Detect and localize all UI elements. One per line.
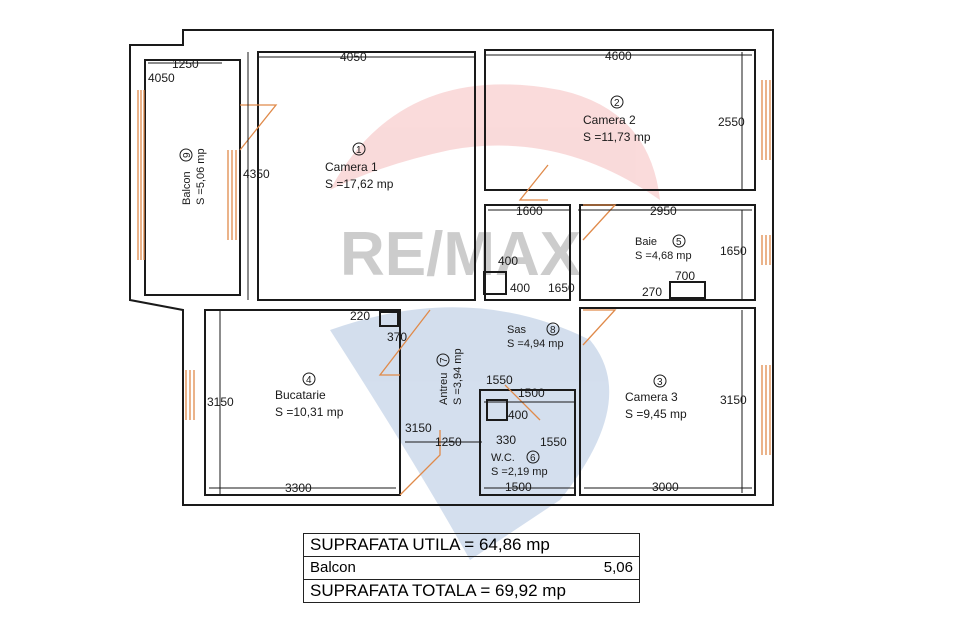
dimension-lines: [148, 52, 752, 495]
svg-text:400: 400: [498, 254, 518, 268]
svg-text:400: 400: [508, 408, 528, 422]
balcon-outline: [144, 59, 241, 296]
svg-text:Bucatarie: Bucatarie: [275, 388, 326, 402]
bucatarie-outline: [204, 309, 401, 496]
svg-text:400: 400: [510, 281, 530, 295]
room-sas: Sas 8 S =4,94 mp: [507, 322, 564, 350]
svg-text:4350: 4350: [243, 167, 270, 181]
svg-text:8: 8: [550, 325, 556, 336]
svg-text:3000: 3000: [652, 480, 679, 494]
camera1-outline: [257, 51, 476, 301]
svg-text:9: 9: [182, 152, 193, 158]
camera2-outline: [484, 49, 756, 191]
svg-text:2: 2: [614, 98, 620, 109]
svg-text:4: 4: [306, 375, 312, 386]
svg-text:3150: 3150: [720, 393, 747, 407]
svg-text:1500: 1500: [505, 480, 532, 494]
room-camera-1: 1 Camera 1 S =17,62 mp: [325, 142, 394, 191]
svg-text:1500: 1500: [518, 386, 545, 400]
bath-fixture: [669, 281, 706, 299]
suprafata-totala: SUPRAFATA TOTALA = 69,92 mp: [303, 579, 640, 603]
svg-text:3150: 3150: [207, 395, 234, 409]
svg-text:S =11,73 mp: S =11,73 mp: [583, 130, 651, 144]
balcon-label: Balcon: [303, 556, 500, 580]
svg-text:270: 270: [642, 285, 662, 299]
kitchen-fixture: [379, 311, 399, 327]
room-camera-3: 3 Camera 3 S =9,45 mp: [625, 374, 687, 421]
svg-text:Balcon: Balcon: [181, 171, 193, 205]
svg-text:3: 3: [657, 377, 663, 388]
svg-text:7: 7: [439, 357, 450, 363]
svg-text:700: 700: [675, 269, 695, 283]
svg-text:S =9,45 mp: S =9,45 mp: [625, 407, 687, 421]
svg-text:4050: 4050: [340, 50, 367, 64]
room-wc: W.C. 6 S =2,19 mp: [491, 450, 548, 478]
wc-shaft: [486, 399, 508, 421]
svg-text:Camera 1: Camera 1: [325, 160, 378, 174]
svg-text:S =4,94 mp: S =4,94 mp: [507, 338, 564, 350]
svg-text:5: 5: [676, 237, 682, 248]
balcon-value: 5,06: [499, 556, 641, 580]
svg-text:220: 220: [350, 309, 370, 323]
svg-text:Sas: Sas: [507, 324, 526, 336]
svg-text:Baie: Baie: [635, 236, 657, 248]
svg-text:W.C.: W.C.: [491, 452, 515, 464]
baie-outline: [579, 204, 756, 301]
svg-text:Camera 3: Camera 3: [625, 390, 678, 404]
svg-text:3300: 3300: [285, 481, 312, 495]
svg-text:S =2,19 mp: S =2,19 mp: [491, 466, 548, 478]
svg-text:S =4,68 mp: S =4,68 mp: [635, 250, 692, 262]
svg-text:1550: 1550: [486, 373, 513, 387]
svg-text:4600: 4600: [605, 49, 632, 63]
outer-wall: [129, 29, 774, 506]
svg-text:1650: 1650: [720, 244, 747, 258]
room-balcon: Balcon 9 S =5,06 mp: [179, 148, 207, 205]
svg-text:S =3,94 mp: S =3,94 mp: [452, 348, 464, 405]
svg-text:S =10,31 mp: S =10,31 mp: [275, 405, 344, 419]
svg-text:1550: 1550: [540, 435, 567, 449]
room-baie: Baie 5 S =4,68 mp: [635, 234, 692, 262]
svg-text:S =5,06 mp: S =5,06 mp: [195, 148, 207, 205]
svg-text:1: 1: [356, 145, 362, 156]
shaft: [483, 271, 507, 295]
svg-text:1600: 1600: [516, 204, 543, 218]
table-row: SUPRAFATA TOTALA = 69,92 mp: [303, 579, 640, 603]
svg-text:330: 330: [496, 433, 516, 447]
svg-text:Antreu: Antreu: [438, 373, 450, 405]
sas-outline: [484, 204, 571, 301]
svg-text:S =17,62 mp: S =17,62 mp: [325, 177, 394, 191]
svg-text:RE/MAX: RE/MAX: [340, 220, 581, 289]
room-camera-2: 2 Camera 2 S =11,73 mp: [583, 95, 651, 144]
svg-text:2550: 2550: [718, 115, 745, 129]
svg-text:1250: 1250: [435, 435, 462, 449]
table-row: Balcon 5,06: [303, 556, 641, 580]
dimension-labels: 1250 4050 4050 4350 4600 2550 1600 2950 …: [148, 49, 747, 495]
svg-text:4050: 4050: [148, 71, 175, 85]
suprafata-utila: SUPRAFATA UTILA = 64,86 mp: [303, 533, 640, 557]
table-row: SUPRAFATA UTILA = 64,86 mp: [303, 533, 640, 557]
svg-text:3150: 3150: [405, 421, 432, 435]
svg-text:370: 370: [387, 330, 407, 344]
svg-text:2950: 2950: [650, 204, 677, 218]
svg-text:1650: 1650: [548, 281, 575, 295]
room-bucatarie: 4 Bucatarie S =10,31 mp: [275, 372, 344, 419]
svg-text:6: 6: [530, 453, 536, 464]
windows: [137, 80, 771, 455]
camera3-outline: [579, 307, 756, 496]
room-antreu: Antreu 7 S =3,94 mp: [436, 348, 464, 405]
svg-text:Camera 2: Camera 2: [583, 113, 636, 127]
svg-text:1250: 1250: [172, 57, 199, 71]
area-summary-table: SUPRAFATA UTILA = 64,86 mp Balcon 5,06 S…: [303, 533, 641, 603]
